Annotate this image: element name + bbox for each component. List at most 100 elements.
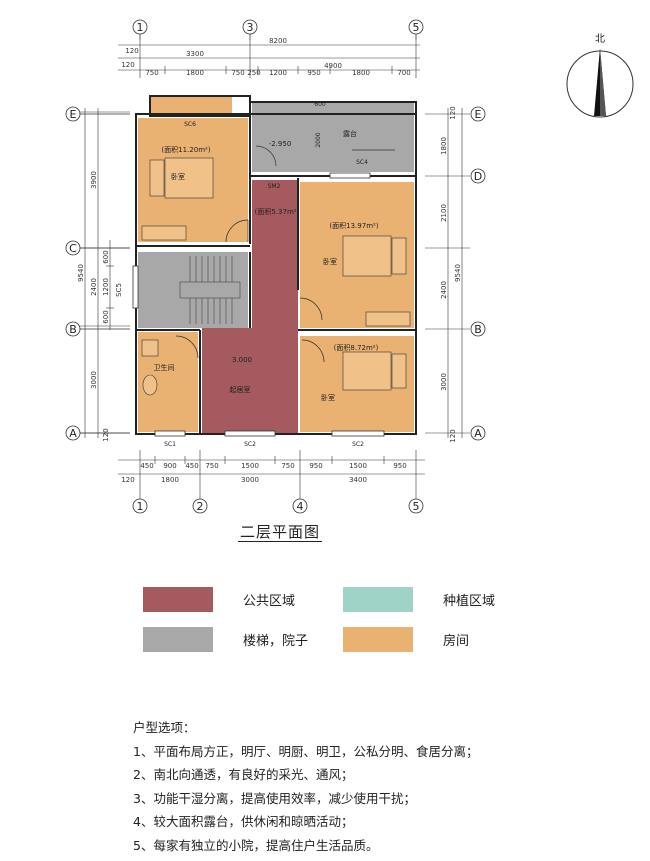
headboard-e [391,237,407,275]
left-axis-markers [65,106,130,441]
north-label: 北 [595,33,605,45]
dim-bottom-seg1: 1800 [161,476,179,484]
dim-top-d2: 1800 [186,69,204,77]
legend-public: 公共区域 [143,587,295,612]
dim-left-d2: 1200 [102,278,110,296]
legend-label-room: 房间 [443,634,470,649]
axis-bottom-1: 1 [137,500,144,513]
axis-right-D: D [474,170,482,183]
dim-bottom-d6: 750 [281,462,294,470]
bath-label: 卫生间 [154,363,175,372]
legend-room: 房间 [343,627,469,652]
corridor-area: (面积5.37m²) [255,207,300,216]
hall-level: 3.000 [232,356,252,364]
axis-right-E: E [475,108,482,121]
right-dimensions [425,108,470,438]
win-sc2-a: SC2 [244,441,256,448]
legend-label-public: 公共区域 [243,594,296,609]
dim-bottom-d5: 1500 [241,462,259,470]
win-sc1: SC1 [164,441,176,448]
top-dimensions [118,40,420,78]
axis-top-5: 5 [413,21,420,34]
axis-bottom-4: 4 [297,500,304,513]
win-sc2-b: SC2 [352,441,364,448]
headboard-se [391,353,407,389]
axis-right-B: B [474,323,482,336]
terrace-dim-top: 600 [314,101,326,108]
dim-top-d4: 250 [247,69,260,77]
left-dimensions [80,108,130,438]
dim-bottom-d1: 450 [140,462,153,470]
dim-left-seg1: 3900 [90,171,98,189]
dim-top-d3: 750 [231,69,244,77]
bed-nw [164,157,214,199]
note-item: 3、功能干湿分离，提高使用效率，减少使用干扰； [133,790,416,806]
dim-bottom-d3: 450 [185,462,198,470]
floor-plan-drawing: 8200 3300 4900 750 1800 750 250 1200 950… [65,19,634,514]
axis-top-1: 1 [137,21,144,34]
bedroom-se-label: 卧室 [321,393,335,402]
dim-left-seg2: 2400 [90,278,98,296]
hall-label: 起居室 [230,385,251,394]
axis-left-C: C [69,242,77,255]
right-axis-markers [470,106,486,441]
dim-top-total: 8200 [269,37,287,45]
dim-left-sc5: SC5 [115,283,123,297]
dim-right-seg4: 3000 [440,373,448,391]
legend-swatch-public [143,587,213,612]
top-axis-markers [132,19,424,40]
dim-top-d6: 950 [307,69,320,77]
win-sc6: SC6 [184,121,196,128]
dim-right-seg1: 1800 [440,137,448,155]
dim-bottom-d4: 750 [205,462,218,470]
dim-right-seg3: 2400 [440,281,448,299]
bed-se [342,351,392,391]
bedroom-e-area: (面积13.97m²) [329,221,378,230]
legend-planting: 种植区域 [343,587,495,612]
dim-bottom-d9: 950 [393,462,406,470]
terrace-level: -2.950 [269,140,292,148]
furniture [141,157,411,396]
dim-top-d8: 700 [397,69,410,77]
note-item: 5、每家有独立的小院，提高住户生活品质。 [133,837,379,853]
dim-top-seg2: 4900 [324,62,342,70]
dim-right-total: 9540 [454,264,462,282]
dim-right-seg2: 2100 [440,204,448,222]
dim-top-seg1: 3300 [186,50,204,58]
dim-left-total: 9540 [77,264,85,282]
bed-e [342,235,392,277]
bedroom-nw-area: (面积11.20m²) [161,145,210,154]
win-sm2: SM2 [268,183,281,190]
dim-bottom-d8: 1500 [349,462,367,470]
axis-top-3: 3 [247,21,254,34]
legend-label-stairs: 楼梯，院子 [243,634,309,649]
terrace [252,102,414,172]
dim-bottom-edge: 120 [121,476,134,484]
dim-top-edge2: 120 [121,61,134,69]
door-swings [175,145,395,363]
toilet [142,374,158,396]
wardrobe-e [365,311,411,327]
north-arrow [566,48,634,118]
notes-heading: 户型选项： [133,720,196,735]
win-sc4: SC4 [356,159,368,166]
dim-bottom-d2: 900 [163,462,176,470]
dim-right-edge2: 120 [449,429,457,442]
dim-top-d5: 1200 [269,69,287,77]
bottom-axis-markers [132,498,424,514]
dim-top-edge1: 120 [125,47,138,55]
dim-right-edge1: 120 [449,106,457,119]
dim-bottom-d7: 950 [309,462,322,470]
bottom-dimensions [118,450,425,500]
axis-right-A: A [474,427,482,440]
axis-left-A: A [69,427,77,440]
windows [132,172,385,437]
axis-bottom-5: 5 [413,500,420,513]
dim-left-d3: 600 [102,310,110,323]
dim-left-edge: 120 [102,428,110,441]
layout-notes: 户型选项： 1、平面布局方正，明厅、明厨、明卫，公私分明、食居分离； 2、南北向… [133,716,478,857]
bedroom-se-area: (面积8.72m²) [334,343,379,352]
hall [202,328,252,434]
dim-bottom-seg3: 3400 [349,476,367,484]
dim-top-d1: 750 [145,69,158,77]
